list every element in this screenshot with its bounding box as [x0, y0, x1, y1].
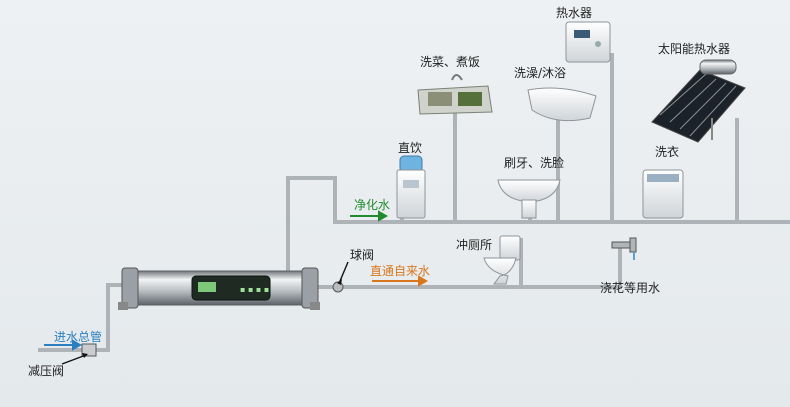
label-purified-water: 净化水	[354, 198, 391, 212]
pressure-valve-icon	[61, 343, 97, 365]
toilet-icon	[483, 235, 521, 285]
label-brush-wash: 刷牙、洗脸	[504, 156, 565, 170]
garden-faucet-icon	[611, 237, 637, 260]
main-inlet-pipe	[38, 283, 124, 352]
label-pressure-valve: 减压阀	[28, 364, 65, 378]
tap-main-pipe	[310, 248, 622, 289]
tap-flow-arrow	[372, 275, 429, 287]
label-laundry: 洗衣	[655, 145, 680, 159]
kitchen-sink-icon	[417, 74, 493, 115]
ball-valve-icon	[332, 261, 349, 293]
wash-basin-icon	[497, 179, 561, 219]
inlet-flow-arrow	[44, 339, 83, 351]
label-direct-drink: 直饮	[398, 141, 423, 155]
label-tap-water: 直通自来水	[370, 264, 431, 278]
label-solar-heater: 太阳能热水器	[658, 42, 731, 56]
pipes	[38, 53, 790, 352]
filter-riser-pipe	[286, 176, 337, 272]
washing-machine-icon	[642, 169, 684, 219]
purified-flow-arrow	[350, 210, 389, 222]
label-water-heater: 热水器	[556, 6, 593, 20]
solar-heater-icon	[651, 59, 746, 143]
water-dispenser-icon	[396, 155, 426, 219]
water-purifier-filter: ▪ ▪ ▪ ▪	[118, 267, 320, 310]
label-wash-vegetables: 洗菜、煮饭	[420, 55, 481, 69]
bathtub-icon	[527, 87, 597, 122]
label-main-inlet: 进水总管	[54, 330, 103, 344]
label-shower-bath: 洗澡/沐浴	[514, 66, 567, 80]
water-heater-icon	[565, 21, 611, 63]
label-toilet-flush: 冲厕所	[456, 238, 493, 252]
label-ball-valve: 球阀	[350, 248, 375, 262]
label-garden-water: 浇花等用水	[600, 281, 661, 295]
svg-text:▪ ▪ ▪ ▪: ▪ ▪ ▪ ▪	[240, 285, 269, 294]
